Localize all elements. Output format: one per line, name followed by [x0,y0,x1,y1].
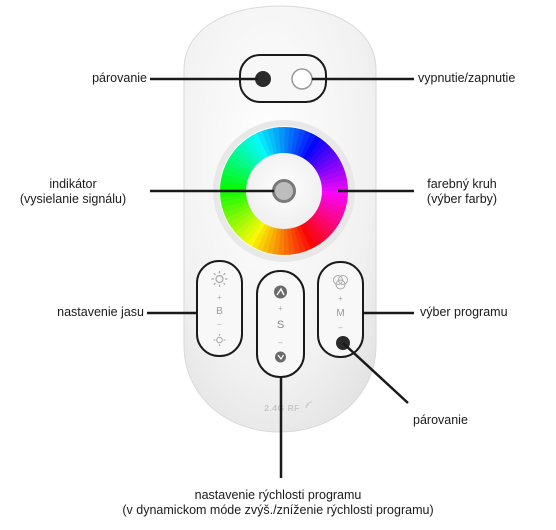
speed-minus: – [278,338,283,347]
speed-up-icon [274,286,287,299]
program-minus: – [338,323,343,332]
label-pairing-top: párovanie [92,71,147,86]
brightness-minus: – [217,320,222,329]
speed-plus: + [278,304,283,313]
label-color-wheel-line1: farebný kruh [415,177,509,192]
label-power: vypnutie/zapnutie [418,71,515,86]
label-speed-line2: (v dynamickom móde zvýš./zníženie rýchlo… [0,503,556,518]
label-indicator: indikátor (vysielanie signálu) [2,177,144,207]
power-button[interactable] [292,69,312,89]
brightness-plus: + [217,293,222,302]
label-indicator-line1: indikátor [2,177,144,192]
speed-key-letter: S [277,319,284,331]
indicator-led [274,181,295,202]
program-plus: + [338,294,343,303]
label-color-wheel: farebný kruh (výber farby) [415,177,509,207]
label-indicator-line2: (vysielanie signálu) [2,192,144,207]
label-speed: nastavenie rýchlosti programu (v dynamic… [0,488,556,518]
label-speed-line1: nastavenie rýchlosti programu [0,488,556,503]
label-color-wheel-line2: (výber farby) [415,192,509,207]
brightness-key-letter: B [216,306,223,317]
speed-down-icon [275,352,286,363]
label-program-select: výber programu [420,305,508,320]
program-key-letter: M [336,308,344,319]
label-pairing-bottom: párovanie [413,413,468,428]
label-brightness: nastavenie jasu [57,305,144,320]
